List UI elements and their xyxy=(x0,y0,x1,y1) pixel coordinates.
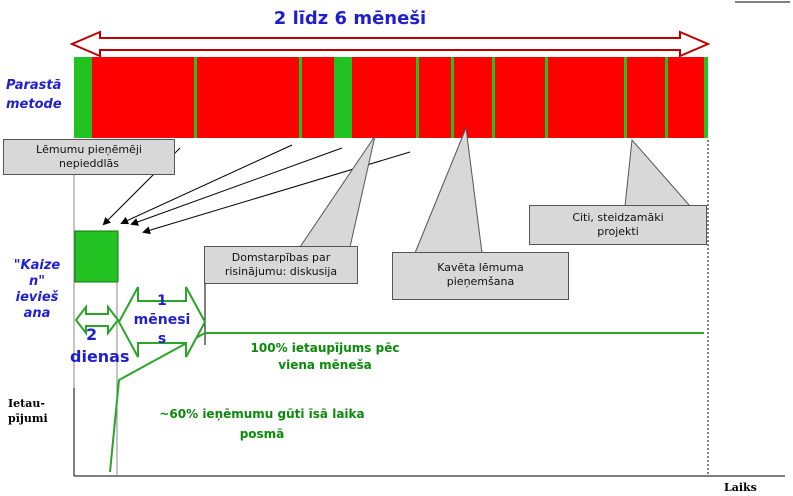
callout-line: Citi, steidzamāki xyxy=(572,211,664,224)
callout-interdepartment: Domstarpības par risinājumu: diskusija xyxy=(204,246,358,284)
kaizen-label: "Kaize n" ievieš ana xyxy=(4,258,70,322)
bar-red-segment xyxy=(197,57,299,138)
duration-title-text: 2 līdz 6 mēneši xyxy=(273,8,427,29)
one-month-label: 1 mēnesi s xyxy=(122,292,202,349)
bar-red-segment xyxy=(419,57,451,138)
callout-line: nepieddlās xyxy=(58,157,120,170)
x-label-text: Laiks xyxy=(724,481,757,494)
savings-curve xyxy=(109,332,704,473)
bar-divider xyxy=(665,57,668,138)
callout-line: Kavēta lēmuma xyxy=(437,261,524,274)
full-savings-text: 100% ietaupījums pēc viena mēneša xyxy=(220,340,430,374)
one-month-suffix: s xyxy=(157,331,167,347)
bar-divider xyxy=(194,57,197,138)
bar-divider xyxy=(451,57,454,138)
y-label-line1: Ietau- xyxy=(8,397,45,410)
callout-line: Lēmumu pieņēmēji xyxy=(36,143,142,156)
duration-title: 2 līdz 6 mēneši xyxy=(240,8,460,29)
bar-red-segment xyxy=(92,57,194,138)
full-savings-line1: 100% ietaupījums pēc xyxy=(250,341,400,355)
standard-label-line1: Parastā xyxy=(6,78,62,93)
x-axis-label: Laiks xyxy=(724,481,784,494)
pointer-line xyxy=(142,151,411,235)
duration-arrow xyxy=(69,30,711,58)
callout-line: risinājumu: diskusija xyxy=(224,265,338,278)
one-month-unit: mēnesi xyxy=(133,312,191,328)
kaizen-label-line3: ievieš xyxy=(15,290,59,305)
pointer-line xyxy=(120,144,293,225)
y-label-line2: pījumi xyxy=(8,412,48,425)
bar-red-segment xyxy=(495,57,545,138)
bar-red-segment xyxy=(302,57,334,138)
callout-line: Domstarpības par xyxy=(231,251,331,264)
two-days-unit: dienas xyxy=(70,347,130,366)
bar-divider xyxy=(416,57,419,138)
standard-method-label: Parastā metode xyxy=(6,76,68,114)
pointer-line xyxy=(130,147,343,226)
one-month-number: 1 xyxy=(157,293,167,309)
callout-line: projekti xyxy=(597,225,639,238)
callout-pointer xyxy=(299,135,376,248)
bar-green-segment xyxy=(74,57,92,138)
partial-savings-text: ~60% ieņēmumu gūti īsā laika posmā xyxy=(142,404,382,444)
two-days-label: 2 dienas xyxy=(70,324,140,368)
full-savings-line2: viena mēneša xyxy=(278,358,372,372)
bar-red-segment xyxy=(627,57,665,138)
bar-divider xyxy=(492,57,495,138)
kaizen-label-line4: ana xyxy=(23,306,51,321)
bar-red-segment xyxy=(668,57,704,138)
callout-decision-makers: Lēmumu pieņēmēji nepieddlās xyxy=(3,139,175,175)
bar-divider xyxy=(299,57,302,138)
bar-divider xyxy=(624,57,627,138)
y-axis-label: Ietau- pījumi xyxy=(8,396,68,426)
standard-label-line2: metode xyxy=(6,97,62,112)
kaizen-bar xyxy=(74,230,119,283)
callout-pointer xyxy=(414,126,483,254)
callout-other-projects: Citi, steidzamāki projekti xyxy=(529,205,707,245)
kaizen-label-line2: n" xyxy=(28,274,46,289)
partial-savings-line2: posmā xyxy=(239,427,285,441)
kaizen-label-line1: "Kaize xyxy=(13,258,61,273)
bar-green-segment xyxy=(334,57,352,138)
partial-savings-line1: ~60% ieņēmumu gūti īsā laika xyxy=(159,407,365,421)
two-days-arrow xyxy=(74,304,120,336)
one-month-arrow xyxy=(117,286,207,358)
two-days-number: 2 xyxy=(86,325,98,344)
callout-line: pieņemšana xyxy=(446,275,515,288)
callout-delayed-decision: Kavēta lēmuma pieņemšana xyxy=(392,252,569,300)
callout-pointer xyxy=(624,138,692,207)
bar-divider xyxy=(545,57,548,138)
standard-method-bar xyxy=(74,57,708,138)
bar-red-segment xyxy=(548,57,624,138)
bar-green-segment xyxy=(704,57,708,138)
bar-red-segment xyxy=(352,57,416,138)
bar-red-segment xyxy=(454,57,492,138)
